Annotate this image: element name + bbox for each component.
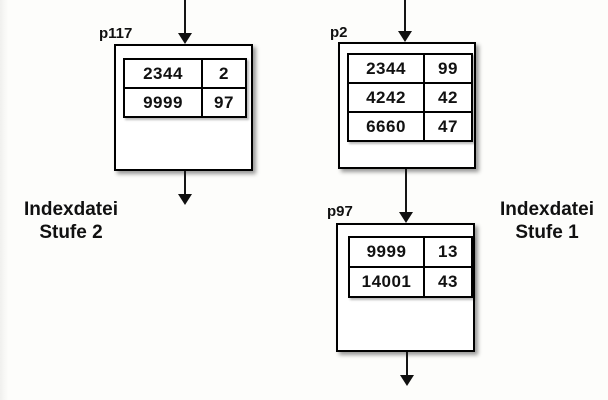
key-cell: 14001 bbox=[350, 268, 425, 296]
pointer-cell: 13 bbox=[438, 242, 458, 261]
arrow-line bbox=[184, 0, 186, 33]
node-box-p2: 2344 99 4242 42 6660 47 bbox=[338, 42, 476, 169]
arrow-out-of-p97 bbox=[399, 352, 415, 386]
table-row: 9999 97 bbox=[125, 87, 245, 116]
arrow-out-of-p117 bbox=[177, 171, 193, 205]
arrow-head-down-icon bbox=[398, 31, 412, 42]
key-cell: 9999 bbox=[125, 89, 203, 116]
arrow-into-p117 bbox=[177, 0, 193, 44]
arrow-line bbox=[184, 171, 186, 194]
node-label-p117: p117 bbox=[99, 25, 133, 42]
index-table-p117: 2344 2 9999 97 bbox=[123, 58, 247, 118]
key-cell: 4242 bbox=[349, 84, 425, 111]
index-table-p2: 2344 99 4242 42 6660 47 bbox=[347, 53, 473, 142]
key-cell: 2344 bbox=[349, 55, 425, 82]
key-cell: 9999 bbox=[350, 238, 425, 266]
pointer-cell: 47 bbox=[438, 116, 458, 136]
table-row: 2344 99 bbox=[349, 55, 471, 82]
pointer-cell: 2 bbox=[219, 63, 229, 83]
side-label-stufe-2: Indexdatei Stufe 2 bbox=[8, 198, 134, 244]
arrow-head-down-icon bbox=[178, 33, 192, 44]
key-cell: 6660 bbox=[349, 113, 425, 140]
table-row: 6660 47 bbox=[349, 111, 471, 140]
node-label-p97: p97 bbox=[327, 203, 353, 220]
index-table-p97: 9999 13 14001 43 bbox=[348, 236, 473, 298]
side-label-stufe-1: Indexdatei Stufe 1 bbox=[486, 198, 608, 244]
pointer-cell: 42 bbox=[438, 87, 458, 107]
pointer-cell: 43 bbox=[438, 272, 458, 291]
side-label-line: Indexdatei bbox=[24, 199, 118, 220]
node-box-p117: 2344 2 9999 97 bbox=[114, 44, 253, 171]
table-row: 4242 42 bbox=[349, 82, 471, 111]
pointer-cell: 99 bbox=[438, 58, 458, 78]
arrow-line bbox=[406, 352, 408, 375]
side-label-line: Stufe 2 bbox=[39, 222, 103, 243]
side-label-line: Stufe 1 bbox=[515, 222, 579, 243]
arrow-p2-to-p97 bbox=[398, 169, 414, 223]
arrow-line bbox=[405, 169, 407, 212]
arrow-head-down-icon bbox=[178, 194, 192, 205]
pointer-cell: 97 bbox=[214, 92, 234, 112]
node-label-p2: p2 bbox=[330, 24, 348, 41]
table-row: 9999 13 bbox=[350, 238, 471, 266]
node-box-p97: 9999 13 14001 43 bbox=[336, 223, 475, 352]
arrow-head-down-icon bbox=[399, 212, 413, 223]
table-row: 2344 2 bbox=[125, 60, 245, 87]
side-label-line: Indexdatei bbox=[500, 199, 594, 220]
arrow-into-p2 bbox=[397, 0, 413, 42]
table-row: 14001 43 bbox=[350, 266, 471, 296]
arrow-head-down-icon bbox=[400, 375, 414, 386]
arrow-line bbox=[404, 0, 406, 31]
key-cell: 2344 bbox=[125, 60, 203, 87]
page-edge-shading bbox=[0, 0, 8, 400]
